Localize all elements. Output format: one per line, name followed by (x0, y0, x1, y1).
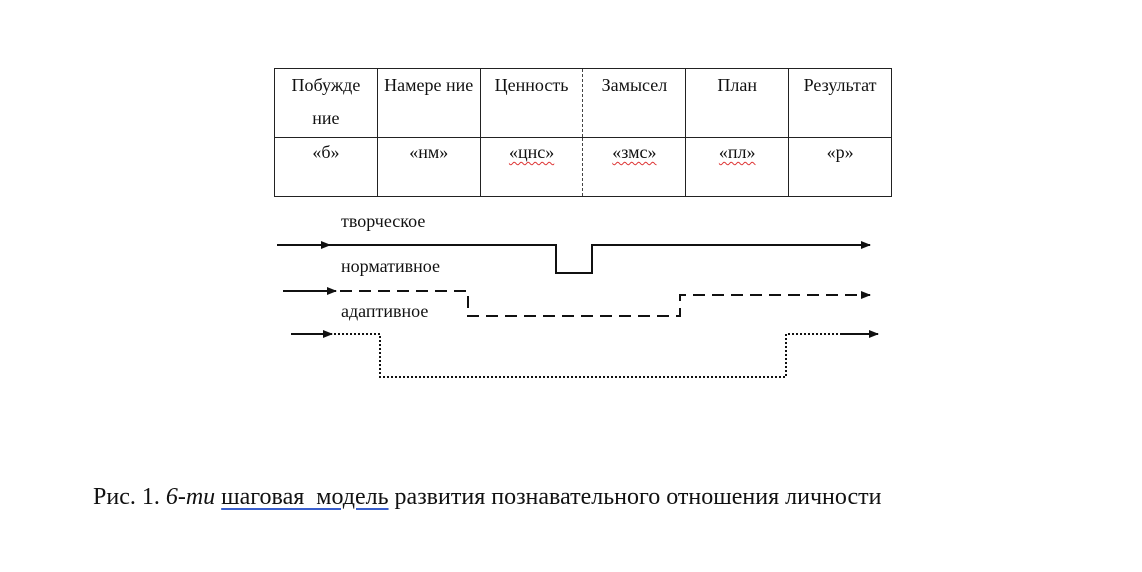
stage-code-cell: «б» (274, 137, 378, 197)
stage-code: «змс» (612, 142, 657, 162)
track-label-creative: творческое (341, 211, 426, 231)
track-label-adaptive: адаптивное (341, 301, 429, 321)
stage-header-cell: План (685, 68, 790, 138)
stage-code: «б» (312, 142, 340, 162)
caption-italic: 6-ти (165, 484, 216, 510)
stage-header-cell: Побужде ние (274, 68, 378, 138)
stages-code-row: «б» «нм» «цнс» «змс» «пл» «р» (274, 137, 892, 197)
stages-table: Побужде ние Намере ние Ценность Замысел … (274, 68, 892, 197)
stage-code: «р» (826, 142, 854, 162)
stage-code: «пл» (718, 142, 756, 162)
stage-code-cell: «пл» (685, 137, 790, 197)
track-adaptive (291, 330, 879, 378)
caption-prefix: Рис. 1. (93, 484, 166, 510)
stage-header-cell: Замысел (582, 68, 687, 138)
stages-header-row: Побужде ние Намере ние Ценность Замысел … (274, 68, 892, 138)
stage-header-cell: Намере ние (376, 68, 481, 138)
stage-code-cell: «змс» (582, 137, 687, 197)
stage-code: «цнс» (508, 142, 555, 162)
caption-suffix: развития познавательного отношения лично… (388, 484, 882, 510)
stage-code: «нм» (409, 142, 449, 162)
track-label-normative: нормативное (341, 256, 440, 276)
track-path (340, 290, 871, 317)
track-path (334, 333, 840, 378)
caption-underlined: шаговая модель (221, 484, 389, 510)
track-normative (283, 287, 871, 317)
stage-code-cell: «р» (788, 137, 892, 197)
track-creative (277, 241, 871, 274)
stage-code-cell: «цнс» (479, 137, 584, 197)
figure-caption: Рис. 1. 6-ти шаговая модель развития поз… (93, 482, 881, 512)
track-path (330, 241, 871, 274)
stage-header-cell: Результат (788, 68, 892, 138)
stage-header-cell: Ценность (479, 68, 584, 138)
stage-code-cell: «нм» (376, 137, 481, 197)
